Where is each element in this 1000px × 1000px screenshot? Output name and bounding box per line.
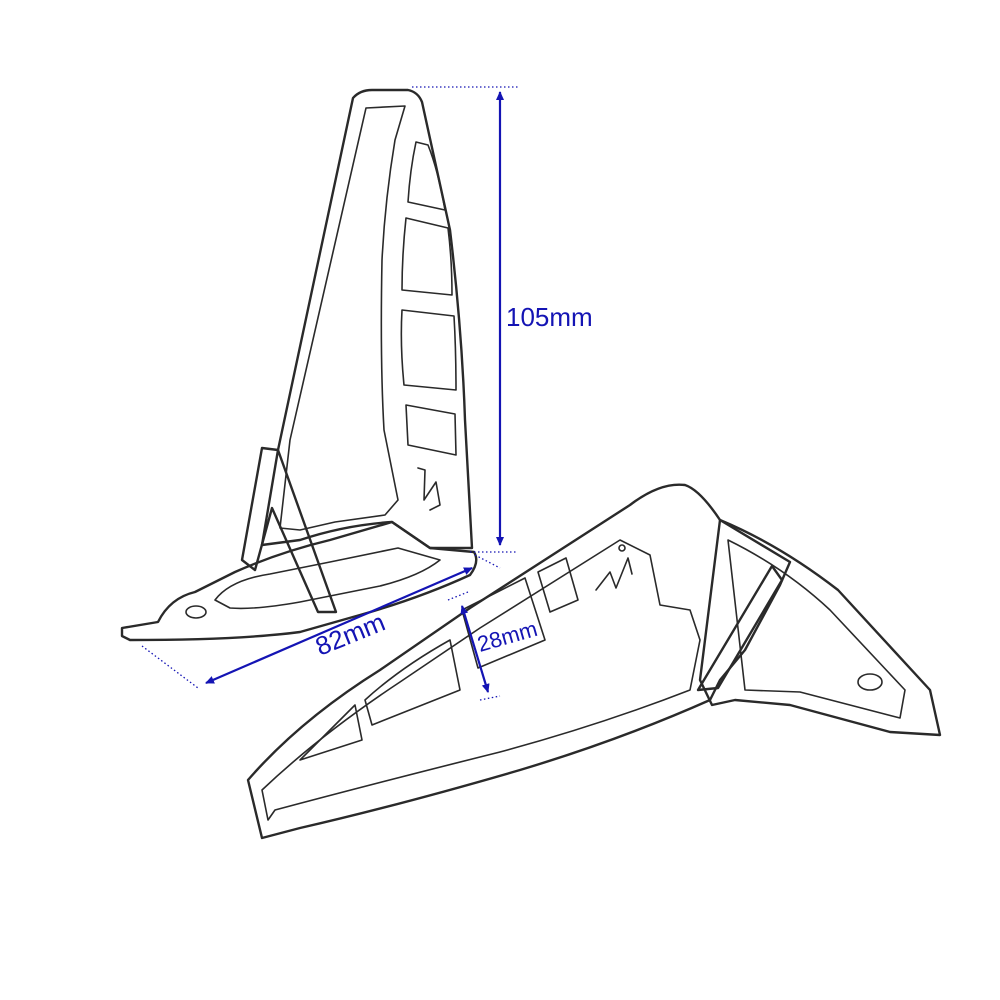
width-label: 28mm xyxy=(474,616,540,657)
width-extension-top xyxy=(447,591,469,601)
length-extension-left xyxy=(141,645,199,689)
bracket-left xyxy=(120,88,478,642)
bracket-left-frame-inner xyxy=(279,105,406,531)
bracket-right-slot xyxy=(595,557,633,591)
bracket-left-window-2 xyxy=(401,217,453,296)
width-extension-bottom xyxy=(479,695,501,701)
height-label: 105mm xyxy=(506,302,593,332)
bracket-right xyxy=(246,483,942,840)
bracket-left-mount-hole xyxy=(185,605,207,619)
bracket-left-window-3 xyxy=(400,309,457,391)
bracket-right-window-1 xyxy=(299,704,363,761)
dimension-width: 28mm xyxy=(447,591,540,701)
bracket-right-small-hole xyxy=(618,544,626,552)
bracket-left-support xyxy=(240,446,338,614)
bracket-right-mount-hole xyxy=(857,673,883,691)
bracket-left-window-1 xyxy=(407,141,446,211)
bracket-right-support xyxy=(696,564,784,692)
bracket-right-blade-inner xyxy=(261,539,701,821)
bracket-left-slot xyxy=(417,467,441,511)
dimension-height: 105mm xyxy=(412,86,593,553)
bracket-right-upright xyxy=(698,518,942,737)
bracket-right-upright-inner xyxy=(727,539,906,719)
bracket-right-blade-outer xyxy=(246,483,792,840)
length-arrow xyxy=(205,566,473,685)
bracket-right-window-4 xyxy=(537,557,579,613)
bracket-left-window-4 xyxy=(405,404,457,456)
width-arrow xyxy=(460,605,490,693)
bracket-left-frame-outer xyxy=(260,88,474,550)
bracket-right-window-2 xyxy=(364,639,461,726)
length-extension-right xyxy=(474,554,501,569)
dimension-length: 82mm xyxy=(141,554,501,689)
length-label: 82mm xyxy=(311,607,389,662)
